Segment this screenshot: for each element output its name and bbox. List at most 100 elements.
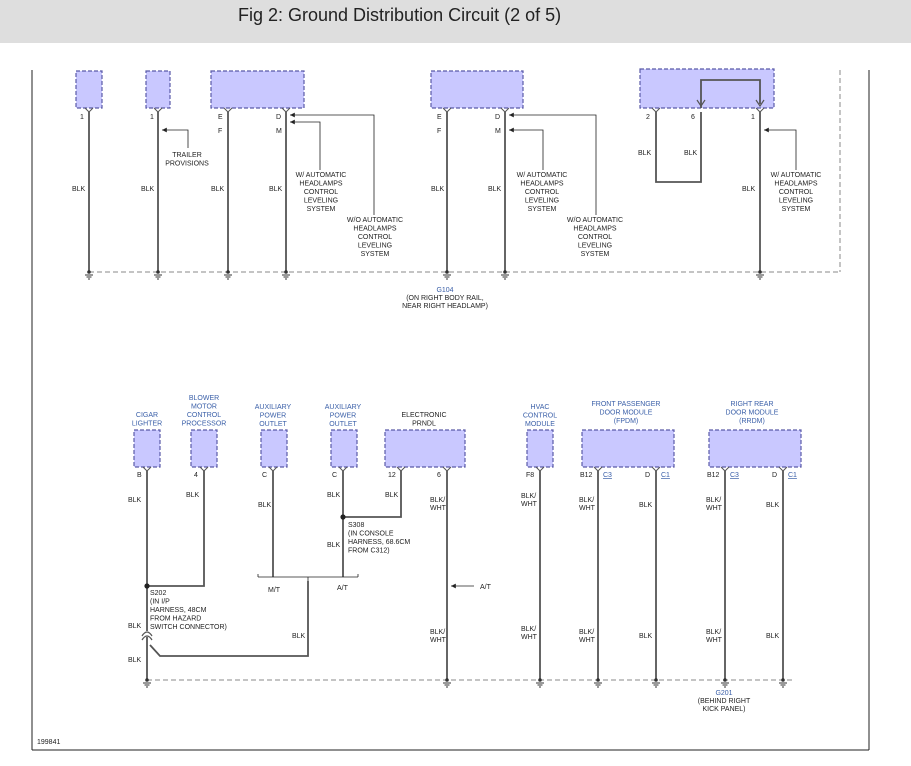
diagram-frame — [31, 70, 870, 751]
pin-label: 2 — [646, 114, 650, 121]
wire-break-symbol — [141, 631, 153, 637]
top-component-1 — [75, 70, 103, 109]
wire-color-label: BLK — [128, 497, 142, 504]
bottom-ground-symbols — [143, 682, 787, 688]
top-component-5 — [639, 68, 775, 109]
wire-color-label: BLK — [327, 542, 341, 549]
bottom-wires — [146, 471, 784, 680]
connector-link[interactable]: C3 — [730, 472, 739, 479]
pin-label: C — [332, 472, 337, 479]
pin-label: D — [772, 472, 777, 479]
pin-label: 4 — [194, 472, 198, 479]
wire-color-label: BLK/WHT — [521, 493, 538, 508]
rrdm-box — [708, 429, 802, 468]
wire-color-label: BLK — [292, 633, 306, 640]
wire-break-symbol — [141, 635, 153, 641]
wire-color-label: BLK — [186, 492, 200, 499]
wire-color-label: BLK — [258, 502, 272, 509]
aux-outlet-2-box — [330, 429, 358, 468]
pin-label: D — [276, 114, 281, 121]
blower-motor-box — [190, 429, 218, 468]
page-title: Fig 2: Ground Distribution Circuit (2 of… — [238, 5, 562, 25]
pin-label: 6 — [691, 114, 695, 121]
pin-label: 6 — [437, 472, 441, 479]
hvac-module-box — [526, 429, 554, 468]
wire-color-label: BLK/WHT — [706, 497, 723, 512]
top-ground-dots — [87, 270, 762, 274]
top-terminals — [84, 107, 765, 113]
top-component-3 — [210, 70, 305, 109]
ground-g104-name: G104 — [436, 287, 453, 294]
prndl-box — [384, 429, 466, 468]
wire-color-label: BLK — [742, 186, 756, 193]
figure-header: Fig 2: Ground Distribution Circuit (2 of… — [0, 0, 911, 43]
pin-label: E — [218, 114, 223, 121]
pin-label: 12 — [388, 472, 396, 479]
wire-color-label: BLK — [684, 150, 698, 157]
wire-color-label: BLK — [128, 657, 142, 664]
wire-color-label: BLK — [488, 186, 502, 193]
bottom-components — [133, 429, 802, 468]
aux-outlet-1-box — [260, 429, 288, 468]
figure-number: 199841 — [37, 739, 60, 746]
wire-color-label: BLK — [269, 186, 283, 193]
bottom-ground-dots — [145, 678, 785, 682]
wire-color-label: BLK/WHT — [579, 629, 596, 644]
splice-s202 — [144, 583, 150, 589]
mt-label: M/T — [268, 587, 281, 594]
wire-color-label: BLK/WHT — [706, 629, 723, 644]
pin-label: M — [495, 128, 501, 135]
cigar-lighter-box — [133, 429, 161, 468]
wire-color-label: BLK/WHT — [430, 497, 447, 512]
connector-link[interactable]: C1 — [788, 472, 797, 479]
wire-color-label: BLK — [327, 492, 341, 499]
wire-color-label: BLK/WHT — [521, 626, 538, 641]
splice-s308 — [340, 514, 346, 520]
connector-link[interactable]: C1 — [661, 472, 670, 479]
pin-label: B12 — [580, 472, 593, 479]
ground-g201-name: G201 — [715, 690, 732, 697]
pin-label: 1 — [150, 114, 154, 121]
top-wires — [88, 79, 761, 272]
wire-color-label: BLK — [141, 186, 155, 193]
top-components — [75, 68, 775, 109]
pin-label: C — [262, 472, 267, 479]
loop-arrow-1 — [696, 99, 706, 108]
wire-color-label: BLK — [385, 492, 399, 499]
connector-link[interactable]: C3 — [603, 472, 612, 479]
pin-label: F — [437, 128, 441, 135]
pin-label: 1 — [80, 114, 84, 121]
mt-at-bracket — [257, 574, 359, 581]
wire-color-label: BLK — [638, 150, 652, 157]
loop-arrow-2 — [755, 99, 765, 108]
pin-label: D — [645, 472, 650, 479]
at-label: A/T — [480, 584, 492, 591]
wire-color-label: BLK — [72, 186, 86, 193]
wire-color-label: BLK — [639, 502, 653, 509]
top-option-arrows — [162, 112, 797, 215]
top-component-2 — [145, 70, 171, 109]
top-ground-symbols — [85, 274, 764, 280]
pin-label: M — [276, 128, 282, 135]
wire-color-label: BLK — [766, 502, 780, 509]
pin-label: E — [437, 114, 442, 121]
wire-color-label: BLK — [639, 633, 653, 640]
pin-label: F8 — [526, 472, 534, 479]
fpdm-box — [581, 429, 675, 468]
wire-color-label: BLK — [766, 633, 780, 640]
